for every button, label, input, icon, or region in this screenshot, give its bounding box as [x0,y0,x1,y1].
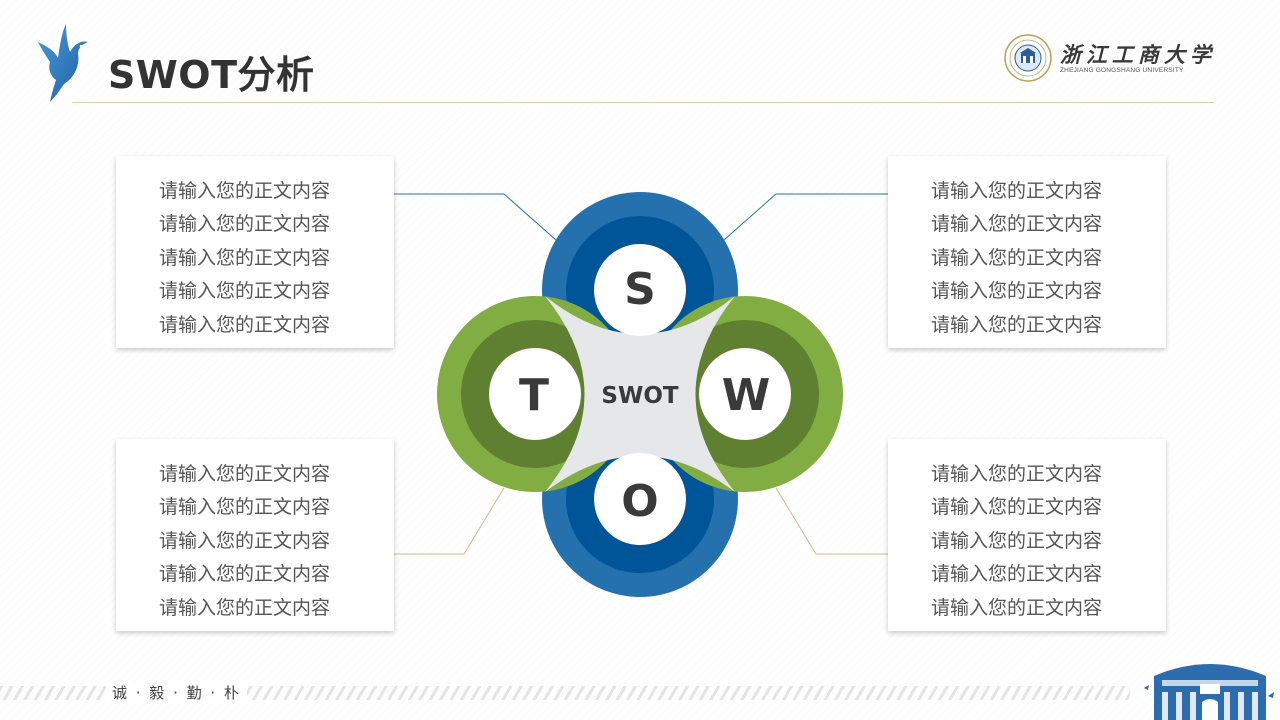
text-box-top-right[interactable]: 请输入您的正文内容 请输入您的正文内容 请输入您的正文内容 请输入您的正文内容 … [888,156,1166,348]
t-letter-disc [489,348,581,440]
text-line[interactable]: 请输入您的正文内容 [159,496,331,519]
logo-english-name: ZHEJIANG GONGSHANG UNIVERSITY [1060,66,1184,74]
text-box-bottom-right[interactable]: 请输入您的正文内容 请输入您的正文内容 请输入您的正文内容 请输入您的正文内容 … [888,439,1166,631]
text-line[interactable]: 请输入您的正文内容 [931,563,1103,586]
text-line[interactable]: 请输入您的正文内容 [931,213,1103,236]
connector-bottom-left [394,487,505,555]
text-line[interactable]: 请输入您的正文内容 [931,246,1103,269]
center-cross-shape [545,296,735,492]
connector-bottom-right [775,487,888,555]
text-line[interactable]: 请输入您的正文内容 [159,563,331,586]
connector-top-left [394,193,557,241]
dove-icon [38,24,88,102]
o-letter-disc [594,453,686,545]
text-line[interactable]: 请输入您的正文内容 [931,280,1103,303]
swot-center-label: SWOT [601,383,679,409]
text-line[interactable]: 请输入您的正文内容 [931,529,1103,552]
text-line[interactable]: 请输入您的正文内容 [159,463,331,485]
text-line[interactable]: 请输入您的正文内容 [159,313,331,336]
header-divider [72,102,1214,103]
university-seal-icon [1004,34,1052,82]
w-letter-disc [699,348,791,440]
s-letter-disc [594,244,686,336]
text-line[interactable]: 请输入您的正文内容 [159,246,331,269]
text-line[interactable]: 请输入您的正文内容 [931,313,1103,336]
text-line[interactable]: 请输入您的正文内容 [159,529,331,552]
text-line[interactable]: 请输入您的正文内容 [931,180,1103,202]
connector-top-right [723,193,888,241]
text-line[interactable]: 请输入您的正文内容 [159,180,331,202]
text-line[interactable]: 请输入您的正文内容 [931,496,1103,519]
university-logo: 浙江工商大学 ZHEJIANG GONGSHANG UNIVERSITY [1004,34,1216,82]
letter-s: S [624,264,656,315]
letter-t: T [518,370,549,421]
text-line[interactable]: 请输入您的正文内容 [159,280,331,303]
text-line[interactable]: 请输入您的正文内容 [159,213,331,236]
letter-w: W [721,370,771,421]
text-box-top-left[interactable]: 请输入您的正文内容 请输入您的正文内容 请输入您的正文内容 请输入您的正文内容 … [116,156,394,348]
text-line[interactable]: 请输入您的正文内容 [931,596,1103,619]
logo-chinese-name: 浙江工商大学 [1060,41,1216,67]
page-title: SWOT分析 [108,53,315,97]
footer-motto: 诚 · 毅 · 勤 · 朴 [106,682,247,703]
footer-stripes [0,686,1130,700]
letter-o: O [621,476,659,527]
text-box-bottom-left[interactable]: 请输入您的正文内容 请输入您的正文内容 请输入您的正文内容 请输入您的正文内容 … [116,439,394,631]
text-line[interactable]: 请输入您的正文内容 [159,596,331,619]
text-line[interactable]: 请输入您的正文内容 [931,463,1103,485]
campus-gate-icon [1144,664,1274,720]
